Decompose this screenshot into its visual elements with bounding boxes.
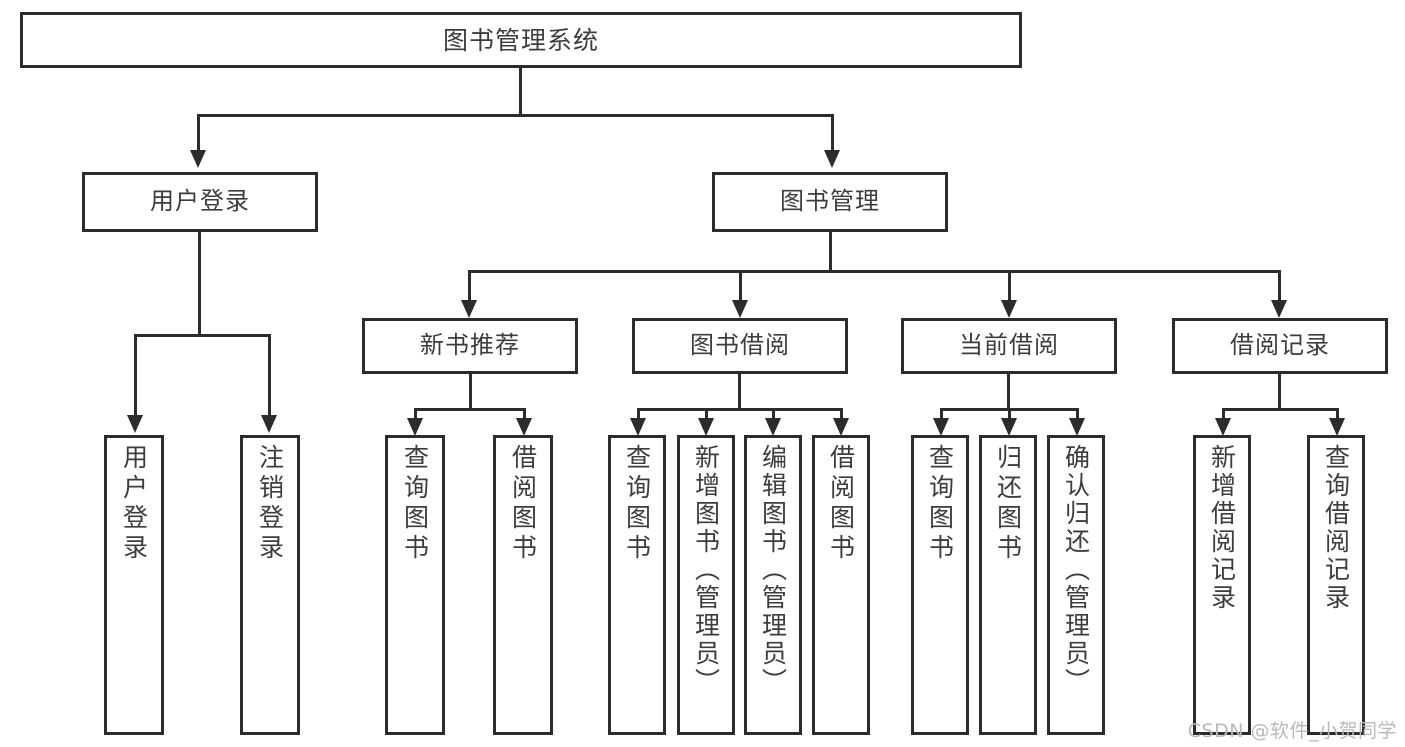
edge-root-bus [197, 114, 834, 117]
node-root-system[interactable]: 图书管理系统 [20, 12, 1022, 68]
edge-to-book-manage [831, 114, 834, 152]
edge-book-manage-stem [829, 232, 832, 270]
edge-new-book-stem [469, 374, 472, 408]
edge-user-login-bus [134, 334, 271, 337]
arrow-down-icon [1069, 418, 1085, 436]
node-label: 图书借阅 [690, 331, 790, 360]
edge-to-current-borrow [1008, 270, 1011, 302]
leaf-cb-confirm-return-admin[interactable]: 确认归还（管理员） [1047, 435, 1105, 735]
leaf-nb-search-book[interactable]: 查询图书 [385, 435, 445, 735]
node-label: 当前借阅 [959, 331, 1059, 360]
leaf-bb-add-book-admin[interactable]: 新增图书（管理员） [677, 435, 735, 735]
leaf-user-logout[interactable]: 注销登录 [240, 435, 300, 735]
node-label: 归还图书 [993, 444, 1023, 564]
edge-new-book-bus [414, 408, 526, 411]
node-current-borrow[interactable]: 当前借阅 [901, 318, 1117, 374]
node-user-login[interactable]: 用户登录 [82, 172, 318, 232]
edge-book-borrow-stem [738, 374, 741, 408]
node-label: 借阅记录 [1230, 331, 1330, 360]
arrow-down-icon [1001, 418, 1017, 436]
node-book-borrow[interactable]: 图书借阅 [632, 318, 848, 374]
arrow-down-icon [127, 415, 143, 433]
node-new-book-recommend[interactable]: 新书推荐 [362, 318, 578, 374]
node-label: 新增借阅记录 [1207, 444, 1237, 612]
arrow-down-icon [1329, 418, 1345, 436]
node-label: 确认归还（管理员） [1061, 444, 1091, 696]
arrow-down-icon [190, 150, 206, 168]
edge-borrow-records-bus [1222, 408, 1339, 411]
node-label: 查询借阅记录 [1321, 444, 1351, 612]
node-label: 新书推荐 [420, 331, 520, 360]
arrow-down-icon [933, 418, 949, 436]
node-label: 借阅图书 [826, 444, 856, 564]
node-label: 用户登录 [119, 444, 149, 564]
edge-book-borrow-bus [637, 408, 841, 411]
node-book-manage[interactable]: 图书管理 [712, 172, 948, 232]
leaf-bb-edit-book-admin[interactable]: 编辑图书（管理员） [744, 435, 802, 735]
arrow-down-icon [1001, 300, 1017, 318]
node-label: 图书管理 [780, 187, 880, 216]
arrow-down-icon [516, 418, 532, 436]
edge-user-login-child-2 [268, 334, 271, 417]
node-label: 查询图书 [925, 444, 955, 564]
arrow-down-icon [461, 300, 477, 318]
edge-to-new-book [468, 270, 471, 302]
leaf-br-add-record[interactable]: 新增借阅记录 [1193, 435, 1251, 735]
leaf-cb-search-book[interactable]: 查询图书 [911, 435, 969, 735]
node-label: 查询图书 [622, 444, 652, 564]
leaf-bb-search-book[interactable]: 查询图书 [608, 435, 666, 735]
node-label: 用户登录 [150, 187, 250, 216]
arrow-down-icon [407, 418, 423, 436]
leaf-user-login[interactable]: 用户登录 [104, 435, 164, 735]
edge-user-login-child-1 [134, 334, 137, 417]
arrow-down-icon [732, 300, 748, 318]
node-label: 借阅图书 [508, 444, 538, 564]
node-label: 查询图书 [400, 444, 430, 564]
node-label: 新增图书（管理员） [691, 444, 721, 696]
edge-current-borrow-stem [1007, 374, 1010, 408]
arrow-down-icon [1271, 300, 1287, 318]
node-label: 注销登录 [255, 444, 285, 564]
leaf-br-search-record[interactable]: 查询借阅记录 [1307, 435, 1365, 735]
edge-to-book-borrow [739, 270, 742, 302]
node-borrow-records[interactable]: 借阅记录 [1172, 318, 1388, 374]
edge-root-stem [519, 68, 522, 114]
arrow-down-icon [824, 150, 840, 168]
leaf-nb-borrow-book[interactable]: 借阅图书 [493, 435, 553, 735]
arrow-down-icon [630, 418, 646, 436]
edge-book-manage-bus [468, 270, 1281, 273]
leaf-bb-borrow-book[interactable]: 借阅图书 [812, 435, 870, 735]
node-label: 编辑图书（管理员） [758, 444, 788, 696]
edge-to-borrow-records [1278, 270, 1281, 302]
node-label: 图书管理系统 [442, 25, 599, 55]
arrow-down-icon [698, 418, 714, 436]
edge-borrow-records-stem [1278, 374, 1281, 408]
csdn-watermark: CSDN @软件_小贺同学 [1187, 720, 1397, 742]
arrow-down-icon [1215, 418, 1231, 436]
arrow-down-icon [261, 415, 277, 433]
edge-user-login-stem [198, 232, 201, 334]
arrow-down-icon [833, 418, 849, 436]
arrow-down-icon [765, 418, 781, 436]
edge-to-user-login [197, 114, 200, 152]
leaf-cb-return-book[interactable]: 归还图书 [979, 435, 1037, 735]
